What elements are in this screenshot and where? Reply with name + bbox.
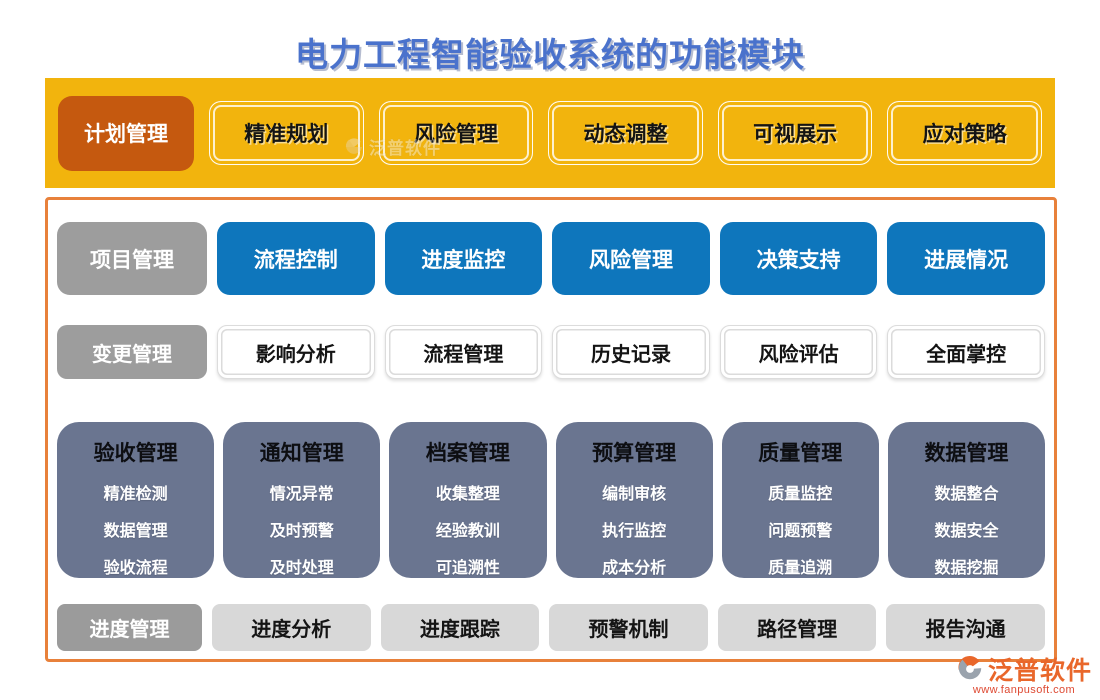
brand-footer: 泛普软件 www.fanpusoft.com <box>956 651 1092 696</box>
feature-risk-assessment: 风险评估 <box>719 325 878 379</box>
module-card-data: 数据管理 数据整合 数据安全 数据挖掘 <box>887 422 1046 578</box>
card-item: 数据安全 <box>934 523 999 540</box>
brand-url: www.fanpusoft.com <box>972 684 1076 696</box>
card-item: 验收流程 <box>103 560 168 577</box>
plan-category-label: 计划管理 <box>58 95 194 171</box>
feature-progress-tracking: 进度跟踪 <box>380 604 540 651</box>
card-item: 及时预警 <box>269 523 334 540</box>
card-title: 质量管理 <box>758 442 843 465</box>
module-card-notification: 通知管理 情况异常 及时预警 及时处理 <box>223 422 381 578</box>
schedule-management-row: 进度管理 进度分析 进度跟踪 预警机制 路径管理 报告沟通 <box>57 604 1045 651</box>
card-item: 执行监控 <box>602 523 667 540</box>
feature-impact-analysis: 影响分析 <box>217 325 375 379</box>
card-item: 可追溯性 <box>435 560 500 577</box>
module-card-budget: 预算管理 编制审核 执行监控 成本分析 <box>555 422 713 578</box>
card-item: 数据挖掘 <box>934 560 999 577</box>
module-card-quality: 质量管理 质量监控 问题预警 质量追溯 <box>721 422 879 578</box>
brand-logo-icon <box>958 655 982 680</box>
card-item: 收集整理 <box>435 486 500 503</box>
feature-progress-analysis: 进度分析 <box>212 604 371 651</box>
plan-feature-visual-display: 可视展示 <box>717 101 873 165</box>
module-panel: 项目管理 流程控制 进度监控 风险管理 决策支持 进展情况 变更管理 影响分析 … <box>45 197 1057 662</box>
feature-report-communication: 报告沟通 <box>886 604 1045 651</box>
project-management-label: 项目管理 <box>57 222 207 295</box>
card-item: 问题预警 <box>768 523 833 540</box>
plan-feature-dynamic-adjustment: 动态调整 <box>548 101 703 165</box>
plan-feature-precise-planning: 精准规划 <box>209 101 364 165</box>
card-title: 数据管理 <box>924 442 1009 465</box>
module-cards-row: 验收管理 精准检测 数据管理 验收流程 通知管理 情况异常 及时预警 及时处理 … <box>57 422 1046 578</box>
schedule-management-label: 进度管理 <box>57 604 202 651</box>
project-management-row: 项目管理 流程控制 进度监控 风险管理 决策支持 进展情况 <box>57 222 1045 295</box>
feature-full-control: 全面掌控 <box>887 325 1045 379</box>
page-title: 电力工程智能验收系统的功能模块 <box>295 36 805 73</box>
card-item: 经验教训 <box>435 523 500 540</box>
card-item: 情况异常 <box>269 486 334 503</box>
feature-path-management: 路径管理 <box>717 604 877 651</box>
feature-process-management: 流程管理 <box>384 325 543 379</box>
change-management-label: 变更管理 <box>57 325 207 379</box>
card-item: 编制审核 <box>602 486 667 503</box>
feature-history-records: 历史记录 <box>552 325 710 379</box>
feature-risk-management: 风险管理 <box>552 222 710 295</box>
feature-progress-monitoring: 进度监控 <box>384 222 543 295</box>
feature-decision-support: 决策支持 <box>719 222 878 295</box>
module-card-acceptance: 验收管理 精准检测 数据管理 验收流程 <box>57 422 215 578</box>
card-item: 数据整合 <box>934 486 999 503</box>
change-management-row: 变更管理 影响分析 流程管理 历史记录 风险评估 全面掌控 <box>57 325 1045 379</box>
card-title: 档案管理 <box>425 442 510 465</box>
module-card-archive: 档案管理 收集整理 经验教训 可追溯性 <box>389 422 547 578</box>
card-item: 质量追溯 <box>768 560 833 577</box>
plan-feature-response-strategy: 应对策略 <box>887 101 1042 165</box>
plan-feature-risk-management: 风险管理 <box>378 101 534 165</box>
card-item: 及时处理 <box>269 560 334 577</box>
card-title: 预算管理 <box>592 442 677 465</box>
plan-banner: 计划管理 精准规划 风险管理 动态调整 可视展示 应对策略 泛普软件 <box>45 78 1055 188</box>
feature-warning-mechanism: 预警机制 <box>549 604 708 651</box>
card-item: 质量监控 <box>768 486 833 503</box>
card-title: 验收管理 <box>93 442 178 465</box>
card-item: 成本分析 <box>602 560 667 577</box>
brand-name: 泛普软件 <box>987 657 1092 685</box>
feature-progress-status: 进展情况 <box>887 222 1045 295</box>
card-item: 精准检测 <box>103 486 168 503</box>
feature-process-control: 流程控制 <box>217 222 375 295</box>
card-title: 通知管理 <box>259 442 344 465</box>
card-item: 数据管理 <box>103 523 168 540</box>
